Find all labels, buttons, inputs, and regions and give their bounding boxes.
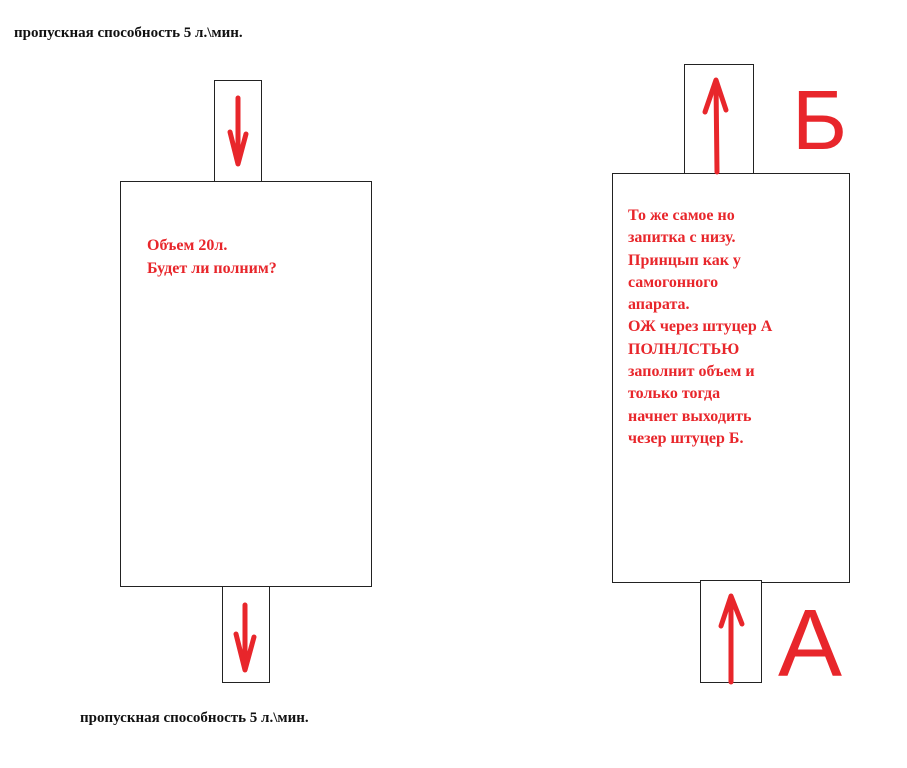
right-tank: [612, 173, 850, 583]
left-tank-note: Объем 20л. Будет ли полним?: [147, 235, 277, 280]
right-note-line-9: только тогда: [628, 385, 721, 403]
right-note-line-1: То же самое но: [628, 207, 735, 224]
right-note-line-11: чезер штуцер Б.: [628, 429, 744, 447]
bottom-flow-caption: пропускная способность 5 л.\мин.: [80, 710, 309, 726]
up-arrow-icon: [702, 77, 729, 175]
right-tank-note: То же самое но запитка с низу. Принцып к…: [628, 205, 772, 450]
down-arrow-icon: [233, 602, 257, 673]
inlet-label-a: А: [778, 590, 843, 697]
top-flow-caption: пропускная способность 5 л.\мин.: [14, 25, 243, 41]
left-note-line-2: Будет ли полним?: [147, 259, 277, 277]
right-note-line-3: Принцып как у: [628, 251, 741, 269]
right-note-line-7: ПОЛНЛСТЬЮ: [628, 340, 740, 358]
outlet-label-b: Б: [792, 73, 848, 167]
left-note-line-1: Объем 20л.: [147, 237, 228, 254]
left-tank: [120, 181, 372, 587]
down-arrow-icon: [227, 95, 249, 167]
right-note-line-6: ОЖ через штуцер А: [628, 318, 773, 336]
right-note-line-10: начнет выходить: [628, 407, 752, 425]
right-note-line-8: заполнит объем и: [628, 363, 755, 381]
up-arrow-icon: [718, 593, 745, 685]
right-note-line-4: самогонного: [628, 273, 719, 291]
right-note-line-2: запитка с низу.: [628, 229, 736, 247]
right-note-line-5: апарата.: [628, 296, 690, 314]
